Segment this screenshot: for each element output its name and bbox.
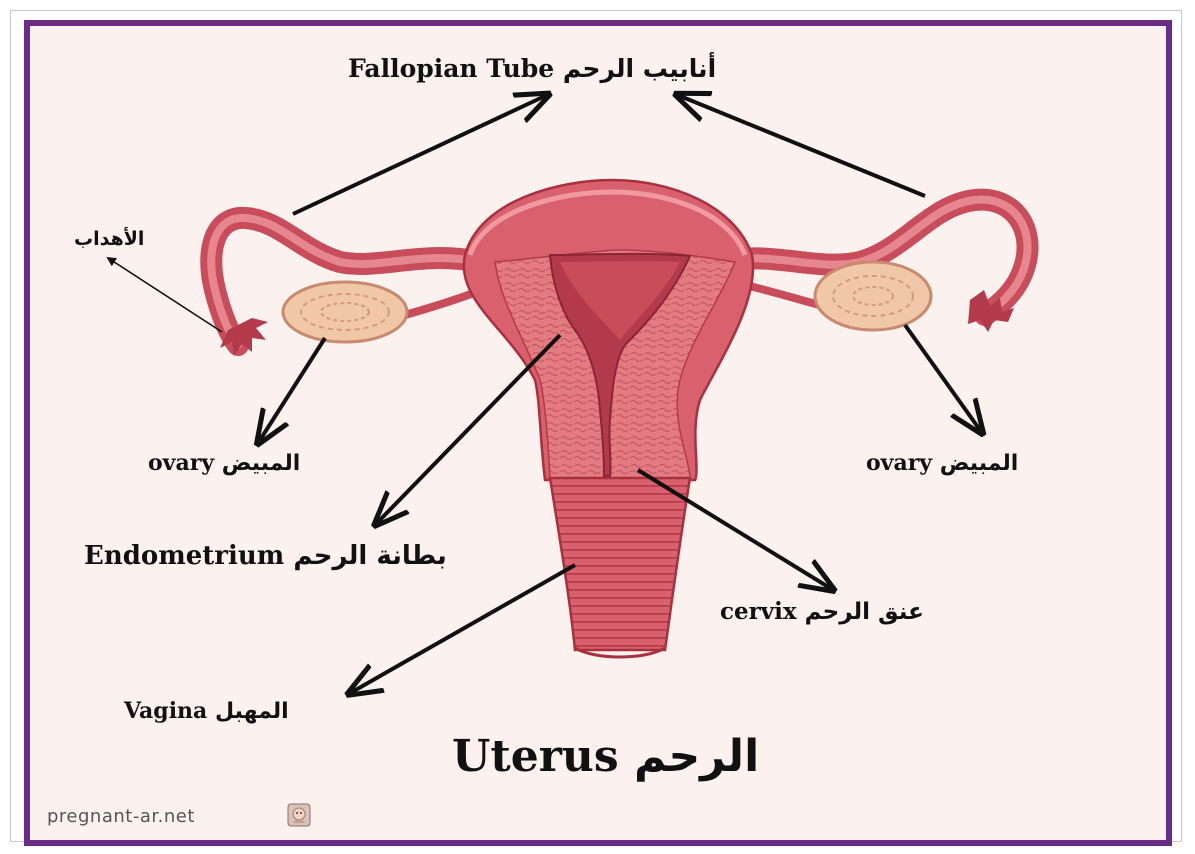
label-endometrium-ar: بطانة الرحم: [293, 541, 446, 571]
arrow-fallopian-left: [293, 96, 545, 214]
label-vagina: Vagina المهبل: [124, 700, 289, 723]
arrow-ovary-right: [905, 325, 980, 430]
arrow-endometrium: [378, 335, 560, 522]
label-ovary-left: ovary المبيض: [148, 452, 300, 475]
uterus-body: [464, 180, 753, 480]
label-fallopian-tube-en: Fallopian Tube: [348, 54, 554, 83]
label-endometrium-en: Endometrium: [84, 541, 284, 571]
label-fimbriae: الأهداب: [74, 230, 144, 249]
label-vagina-ar: المهبل: [215, 699, 289, 724]
label-cervix: cervix عنق الرحم: [720, 600, 924, 624]
label-uterus-ar: الرحم: [634, 731, 759, 782]
label-uterus-en: Uterus: [452, 731, 619, 782]
label-ovary-left-en: ovary: [148, 450, 214, 476]
label-ovary-left-ar: المبيض: [222, 451, 301, 476]
watermark-text: pregnant-ar.net: [47, 806, 195, 827]
arrow-vagina: [352, 565, 575, 692]
label-cervix-en: cervix: [720, 598, 797, 625]
arrow-fallopian-right: [680, 96, 925, 196]
label-ovary-right-ar: المبيض: [940, 451, 1019, 476]
left-ovary: [283, 282, 407, 342]
label-endometrium: Endometrium بطانة الرحم: [84, 543, 447, 569]
label-ovary-right: ovary المبيض: [866, 452, 1018, 475]
label-uterus-title: Uterus الرحم: [452, 735, 759, 779]
label-fimbriae-ar: الأهداب: [74, 228, 144, 250]
label-ovary-right-en: ovary: [866, 450, 932, 476]
right-ovary: [815, 262, 931, 330]
label-vagina-en: Vagina: [124, 698, 207, 724]
label-fallopian-tube-ar: أنابيب الرحم: [563, 54, 716, 83]
baby-photo-icon: [287, 803, 311, 827]
arrow-ovary-left: [260, 338, 325, 440]
label-cervix-ar: عنق الرحم: [805, 599, 924, 625]
label-fallopian-tube: Fallopian Tube أنابيب الرحم: [348, 56, 716, 81]
